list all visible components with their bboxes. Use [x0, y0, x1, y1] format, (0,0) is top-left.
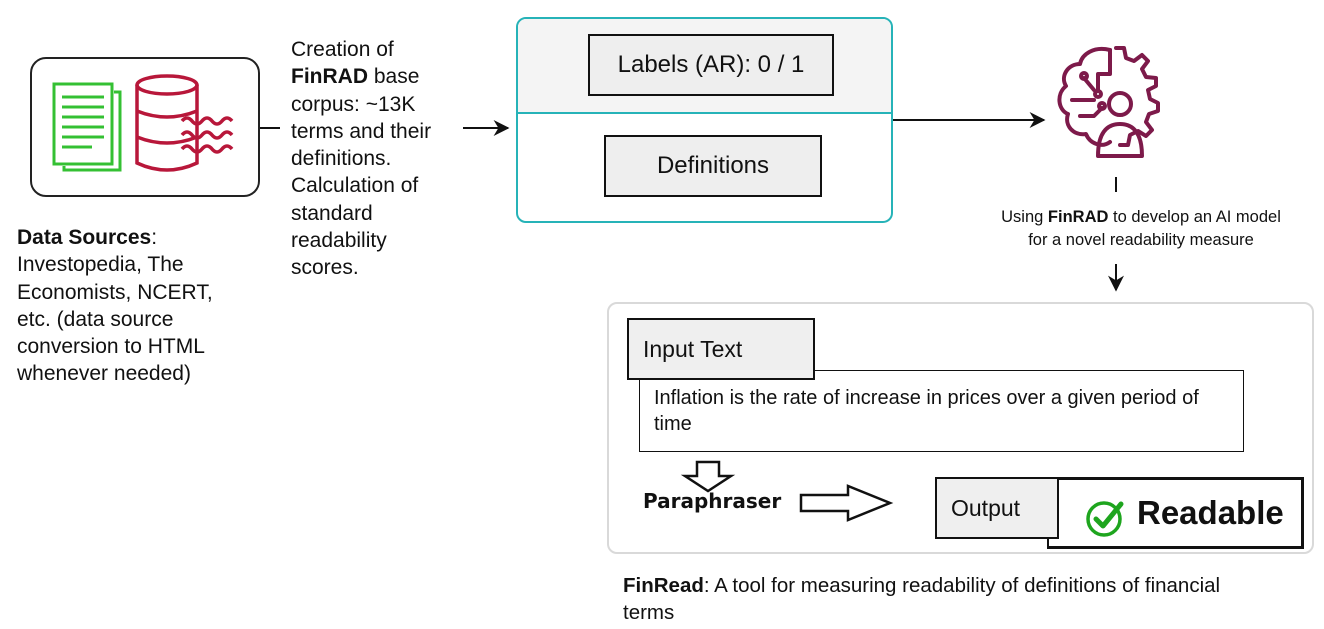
data-sources-line: Investopedia, The: [17, 253, 184, 277]
finread-tool-panel: [607, 302, 1314, 554]
data-sources-line: Economists, NCERT,: [17, 280, 213, 304]
finrad-bold: FinRAD: [1047, 208, 1109, 226]
finread-caption: FinRead: A tool for measuring readabilit…: [623, 574, 1221, 624]
data-sources-line: etc. (data source: [17, 307, 174, 331]
data-sources-line: whenever needed): [17, 362, 191, 386]
input-text-label: Input Text: [627, 318, 815, 380]
data-sources-icon-box: [30, 57, 260, 197]
hollow-right-arrow: [799, 484, 894, 522]
creation-text: Creation of FinRAD base corpus: ~13K ter…: [291, 38, 432, 280]
finread-bold: FinRead: [623, 574, 704, 597]
labels-box: Labels (AR): 0 / 1: [588, 34, 834, 96]
data-sources-text: Data Sources: Investopedia, The Economis…: [17, 224, 257, 388]
ai-brain-gear-person-icon: [1057, 46, 1160, 158]
document-icon: [52, 82, 122, 172]
finrad-bold: FinRAD: [291, 65, 368, 89]
check-circle-icon: [1086, 501, 1124, 537]
paraphraser-label: Paraphraser: [643, 489, 782, 513]
output-label: Output: [935, 477, 1059, 539]
data-sources-line: conversion to HTML: [17, 335, 205, 359]
readable-result-label: Readable: [1137, 494, 1284, 531]
ai-model-caption: Using FinRAD to develop an AI model for …: [1001, 208, 1281, 249]
input-text-value: Inflation is the rate of increase in pri…: [639, 370, 1244, 452]
finrad-corpus-panel: Labels (AR): 0 / 1 Definitions: [516, 17, 893, 223]
data-sources-title: Data Sources: [17, 226, 152, 249]
hollow-down-arrow: [680, 460, 736, 493]
definitions-box: Definitions: [604, 135, 822, 197]
database-icon: [135, 74, 234, 172]
